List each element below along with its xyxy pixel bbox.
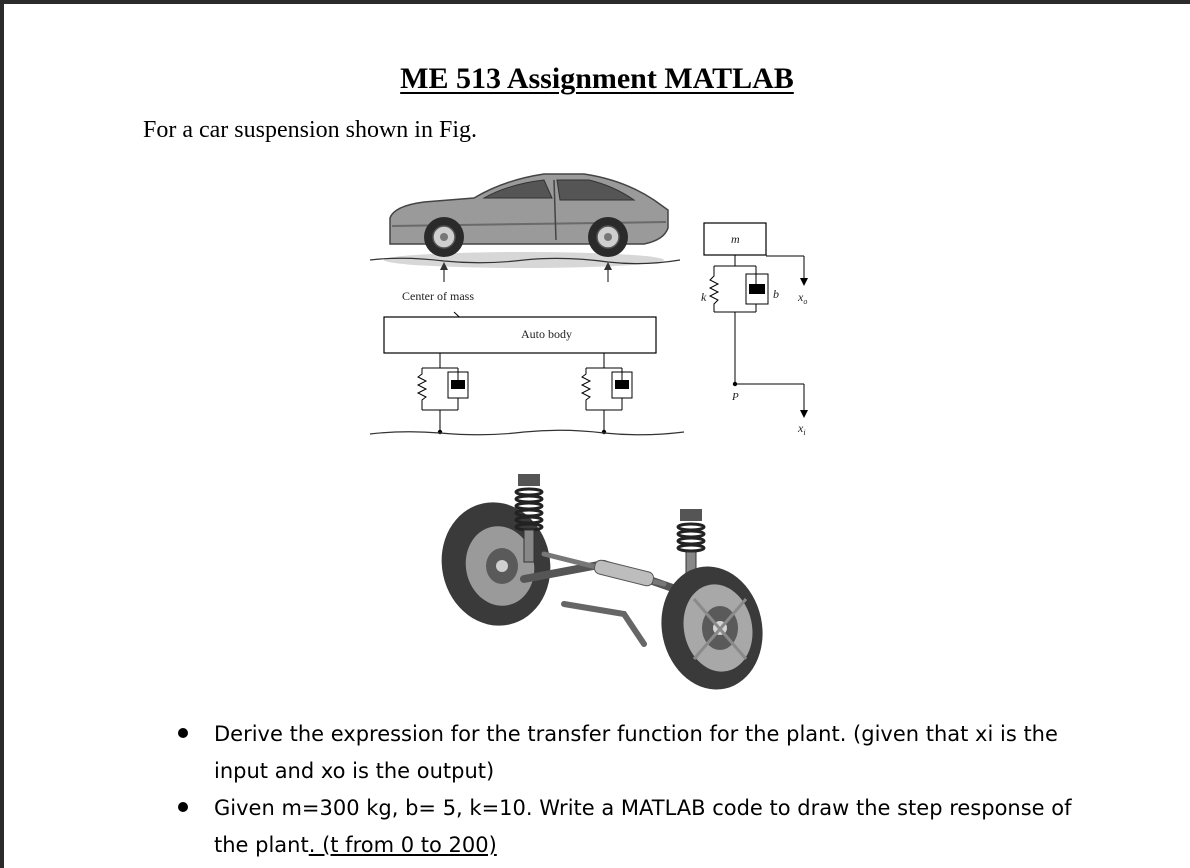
task-item-transfer-function: Derive the expression for the transfer f… <box>174 716 1074 790</box>
intro-text: For a car suspension shown in Fig. <box>143 117 477 143</box>
document-title: ME 513 Assignment MATLAB <box>4 62 1190 96</box>
mass-label: m <box>731 232 740 246</box>
quarter-car-model: m k b P xo xi <box>701 222 808 437</box>
document-page: ME 513 Assignment MATLAB For a car suspe… <box>4 4 1190 868</box>
input-xi-label: xi <box>797 421 806 437</box>
bullet-icon <box>178 802 188 812</box>
task-text: Given m=300 kg, b= 5, k=10. Write a MATL… <box>214 796 1072 857</box>
suspension-figure: Center of mass Auto body <box>369 173 808 690</box>
auto-body-schematic: Center of mass Auto body <box>369 289 685 436</box>
task-text: Derive the expression for the transfer f… <box>214 722 1058 783</box>
task-list: Derive the expression for the transfer f… <box>174 716 1074 864</box>
spring-label: k <box>701 290 707 304</box>
auto-body-label: Auto body <box>521 327 572 341</box>
output-xo-label: xo <box>797 290 807 306</box>
task-text-underlined: . (t from 0 to 200) <box>308 833 497 857</box>
car-illustration <box>369 173 681 282</box>
point-p-label: P <box>731 391 739 403</box>
damper-label: b <box>773 287 779 301</box>
center-of-mass-label: Center of mass <box>402 289 474 303</box>
document-title-text: ME 513 Assignment MATLAB <box>400 62 794 95</box>
bullet-icon <box>178 728 188 738</box>
suspension-assembly-illustration <box>441 474 763 690</box>
task-item-step-response: Given m=300 kg, b= 5, k=10. Write a MATL… <box>174 790 1074 864</box>
